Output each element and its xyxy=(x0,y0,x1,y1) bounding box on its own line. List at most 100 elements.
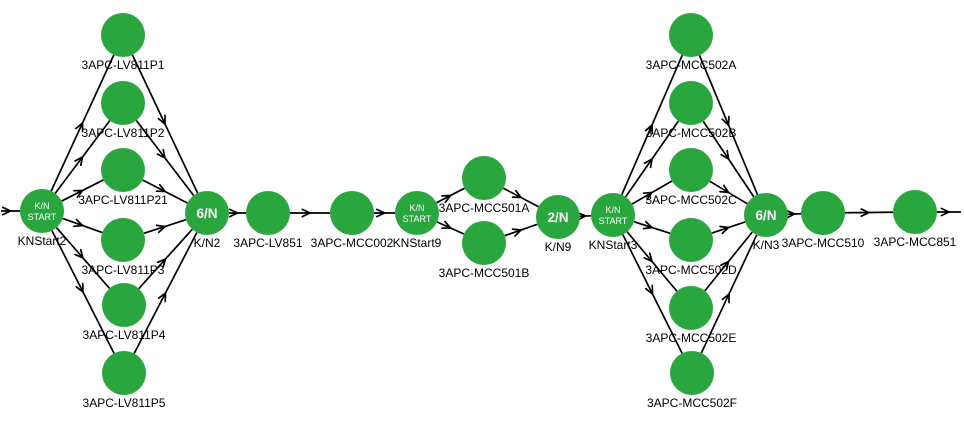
node-circle-knstart2[interactable] xyxy=(20,189,64,233)
edges-layer xyxy=(1,54,961,354)
node-label-kn2: K/N2 xyxy=(194,236,221,250)
node-kn2[interactable]: 6/N xyxy=(185,191,229,235)
edge-knstart3-mcc502a xyxy=(620,54,684,196)
node-circle-mcc502b[interactable] xyxy=(669,81,713,125)
node-label-lv851: 3APC-LV851 xyxy=(233,236,302,250)
node-mcc502c[interactable] xyxy=(669,148,713,192)
arrowhead-icon xyxy=(375,208,387,218)
gate-text-kn2: 6/N xyxy=(196,206,217,221)
node-mcc502f[interactable] xyxy=(670,351,714,395)
node-lv811p4[interactable] xyxy=(102,283,146,327)
edge-mcc501a-kn9 xyxy=(503,187,539,208)
node-label-mcc502d: 3APC-MCC502D xyxy=(645,263,737,277)
start-text-line2-knstart9: START xyxy=(403,214,432,224)
node-mcc502b[interactable] xyxy=(669,81,713,125)
node-lv811p21[interactable] xyxy=(101,148,145,192)
node-circle-lv811p2[interactable] xyxy=(101,81,145,125)
node-lv811p3[interactable] xyxy=(101,218,145,262)
labels-layer: KNStart23APC-LV811P13APC-LV811P23APC-LV8… xyxy=(18,58,957,410)
edge-knstart9-mcc501a xyxy=(436,187,465,204)
node-circle-knstart9[interactable] xyxy=(395,191,439,235)
arrowhead-icon xyxy=(642,191,654,201)
node-circle-mcc502d[interactable] xyxy=(669,218,713,262)
node-lv811p5[interactable] xyxy=(102,351,146,395)
node-label-lv811p2: 3APC-LV811P2 xyxy=(82,126,165,140)
edge-lv811p2-kn2 xyxy=(135,119,195,197)
node-mcc510[interactable] xyxy=(801,191,845,235)
arrowhead-icon xyxy=(720,149,730,161)
edge-kn3-mcc510 xyxy=(785,209,802,219)
node-circle-kn2[interactable] xyxy=(185,191,229,235)
node-label-mcc501b: 3APC-MCC501B xyxy=(439,266,530,280)
edge-mcc502f-kn3 xyxy=(700,234,758,354)
edge-lv811p3-kn2 xyxy=(143,218,187,235)
arrowhead-icon xyxy=(156,257,167,268)
arrowhead-icon xyxy=(860,208,872,218)
node-circle-mcc502c[interactable] xyxy=(669,148,713,192)
arrowhead-icon xyxy=(157,291,167,303)
node-mcc002[interactable] xyxy=(330,191,374,235)
node-circle-lv811p1[interactable] xyxy=(101,13,145,57)
edge-lv811p1-kn2 xyxy=(131,54,199,194)
node-circle-lv811p4[interactable] xyxy=(102,283,146,327)
arrowhead-icon xyxy=(643,157,654,169)
node-circle-mcc501a[interactable] xyxy=(462,156,506,200)
node-label-lv811p21: 3APC-LV811P21 xyxy=(78,193,168,207)
node-lv811p1[interactable] xyxy=(101,13,145,57)
edge-lv851-mcc002 xyxy=(290,208,330,218)
node-circle-mcc501b[interactable] xyxy=(462,221,506,265)
arrowhead-icon xyxy=(511,189,523,199)
node-circle-mcc502f[interactable] xyxy=(670,351,714,395)
arrowhead-icon xyxy=(642,220,654,230)
edge-knstart2-lv811p2 xyxy=(54,120,111,194)
arrowhead-icon xyxy=(721,115,730,127)
node-kn3[interactable]: 6/N xyxy=(744,193,788,237)
edge-mcc502e-kn3 xyxy=(704,231,753,292)
node-circle-mcc002[interactable] xyxy=(330,191,374,235)
arrowhead-icon xyxy=(73,218,85,228)
node-lv851[interactable] xyxy=(246,191,290,235)
node-circle-lv811p5[interactable] xyxy=(102,351,146,395)
node-label-mcc502a: 3APC-MCC502A xyxy=(646,58,737,72)
edge-mcc502d-kn3 xyxy=(711,221,746,235)
arrowhead-icon xyxy=(576,211,588,221)
edge-knstart3-mcc502b xyxy=(624,120,680,198)
edge-knstart2-lv811p1 xyxy=(50,54,115,192)
node-label-knstart9: KNStart9 xyxy=(393,236,442,250)
edge-knstart3-mcc502f xyxy=(622,234,683,354)
node-circle-kn9[interactable] xyxy=(536,195,580,239)
node-kn9[interactable]: 2/N xyxy=(536,195,580,239)
node-label-lv811p4: 3APC-LV811P4 xyxy=(83,328,166,342)
edge-lv811p5-kn2 xyxy=(133,232,198,354)
node-lv811p2[interactable] xyxy=(101,81,145,125)
node-label-knstart3: KNStart3 xyxy=(589,238,638,252)
node-mcc501a[interactable] xyxy=(462,156,506,200)
start-text-line2-knstart3: START xyxy=(599,216,628,226)
edge-mcc501b-kn9 xyxy=(504,223,538,237)
node-circle-lv851[interactable] xyxy=(246,191,290,235)
node-mcc501b[interactable] xyxy=(462,221,506,265)
arrowhead-icon xyxy=(156,148,167,160)
start-text-line1-knstart3: K/N xyxy=(605,205,620,215)
node-circle-kn3[interactable] xyxy=(744,193,788,237)
node-mcc502d[interactable] xyxy=(669,218,713,262)
node-circle-mcc510[interactable] xyxy=(801,191,845,235)
node-circle-mcc502e[interactable] xyxy=(669,286,713,330)
node-circle-mcc502a[interactable] xyxy=(669,13,713,57)
node-circle-mcc851[interactable] xyxy=(893,190,937,234)
node-label-lv811p5: 3APC-LV811P5 xyxy=(83,396,166,410)
node-mcc851[interactable] xyxy=(893,190,937,234)
gate-text-kn3: 6/N xyxy=(755,208,776,223)
node-circle-lv811p3[interactable] xyxy=(101,218,145,262)
edge-kn2-lv851 xyxy=(228,208,246,218)
node-circle-lv811p21[interactable] xyxy=(101,148,145,192)
node-circle-knstart3[interactable] xyxy=(591,193,635,237)
edge-lv811p21-kn2 xyxy=(142,179,188,204)
node-mcc502a[interactable] xyxy=(669,13,713,57)
node-mcc502e[interactable] xyxy=(669,286,713,330)
edge-knstart3-mcc502c xyxy=(631,180,673,205)
